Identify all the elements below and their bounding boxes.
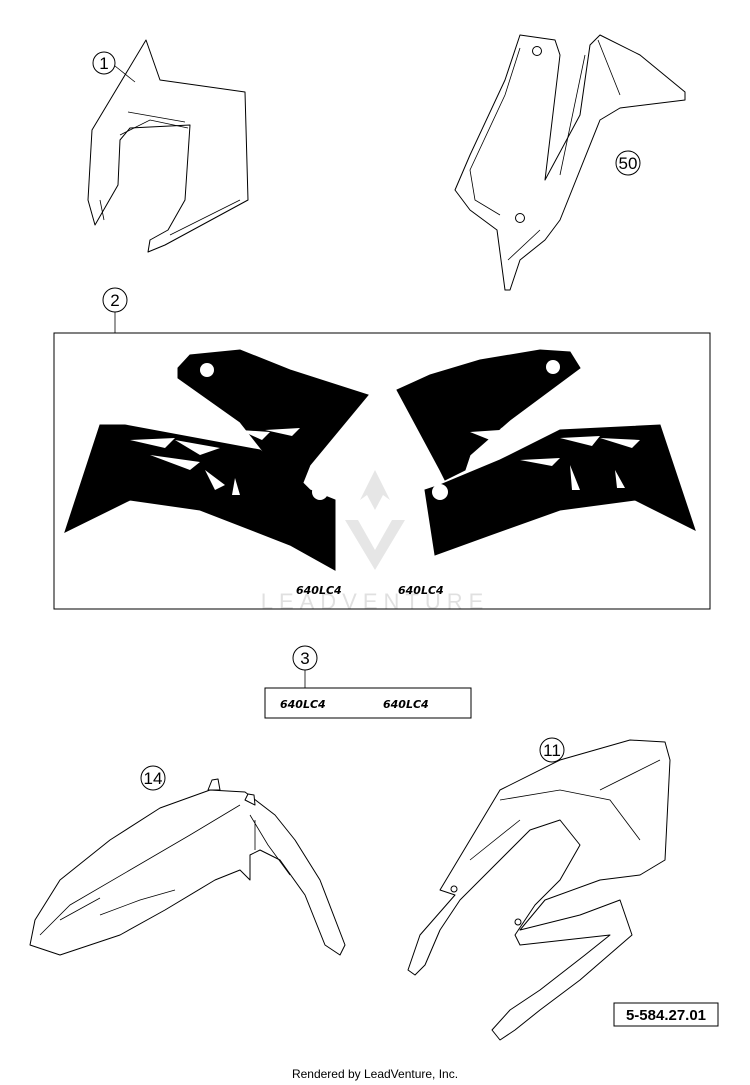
decal-sheet-frame[interactable] bbox=[53, 332, 711, 610]
footer-credit: Rendered by LeadVenture, Inc. bbox=[292, 1067, 458, 1081]
reference-number-box: 5-584.27.01 bbox=[613, 1002, 719, 1027]
callout-50: 50 bbox=[615, 150, 641, 176]
small-decal-model-label-right: 640LC4 bbox=[383, 698, 429, 711]
callout-1-number: 1 bbox=[99, 54, 108, 73]
decal-left-upper[interactable] bbox=[177, 349, 369, 491]
decal-left-lower[interactable] bbox=[64, 424, 336, 571]
callout-2: 2 bbox=[102, 287, 128, 333]
watermark-v-icon bbox=[345, 520, 405, 570]
watermark-text: LEADVENTURE bbox=[261, 589, 490, 614]
part-50-side-panel[interactable] bbox=[454, 34, 686, 291]
callout-50-number: 50 bbox=[619, 154, 638, 173]
callout-11-number: 11 bbox=[543, 741, 561, 760]
callout-1: 1 bbox=[92, 51, 136, 83]
callout-14-number: 14 bbox=[144, 769, 163, 788]
watermark-flame-icon bbox=[360, 470, 390, 510]
decal-sheet-model-label-left: 640LC4 bbox=[296, 584, 342, 597]
part-1-headlight-mask[interactable] bbox=[87, 39, 249, 253]
part-11-rear-fender[interactable] bbox=[407, 739, 671, 1041]
reference-number: 5-584.27.01 bbox=[626, 1007, 706, 1024]
part-14-front-fender[interactable] bbox=[29, 778, 346, 956]
callout-3-number: 3 bbox=[300, 649, 309, 668]
callout-11: 11 bbox=[539, 737, 565, 763]
part-3-small-decal[interactable]: 640LC4 640LC4 bbox=[264, 687, 472, 719]
decal-right-lower[interactable] bbox=[424, 424, 696, 556]
small-decal-model-label-left: 640LC4 bbox=[280, 698, 326, 711]
watermark: LEADVENTURE bbox=[261, 470, 490, 614]
callout-14: 14 bbox=[140, 765, 166, 791]
callout-3: 3 bbox=[292, 645, 318, 688]
decal-right-upper[interactable] bbox=[396, 349, 581, 481]
decal-sheet-model-label-right: 640LC4 bbox=[398, 584, 444, 597]
callout-2-number: 2 bbox=[110, 291, 119, 310]
